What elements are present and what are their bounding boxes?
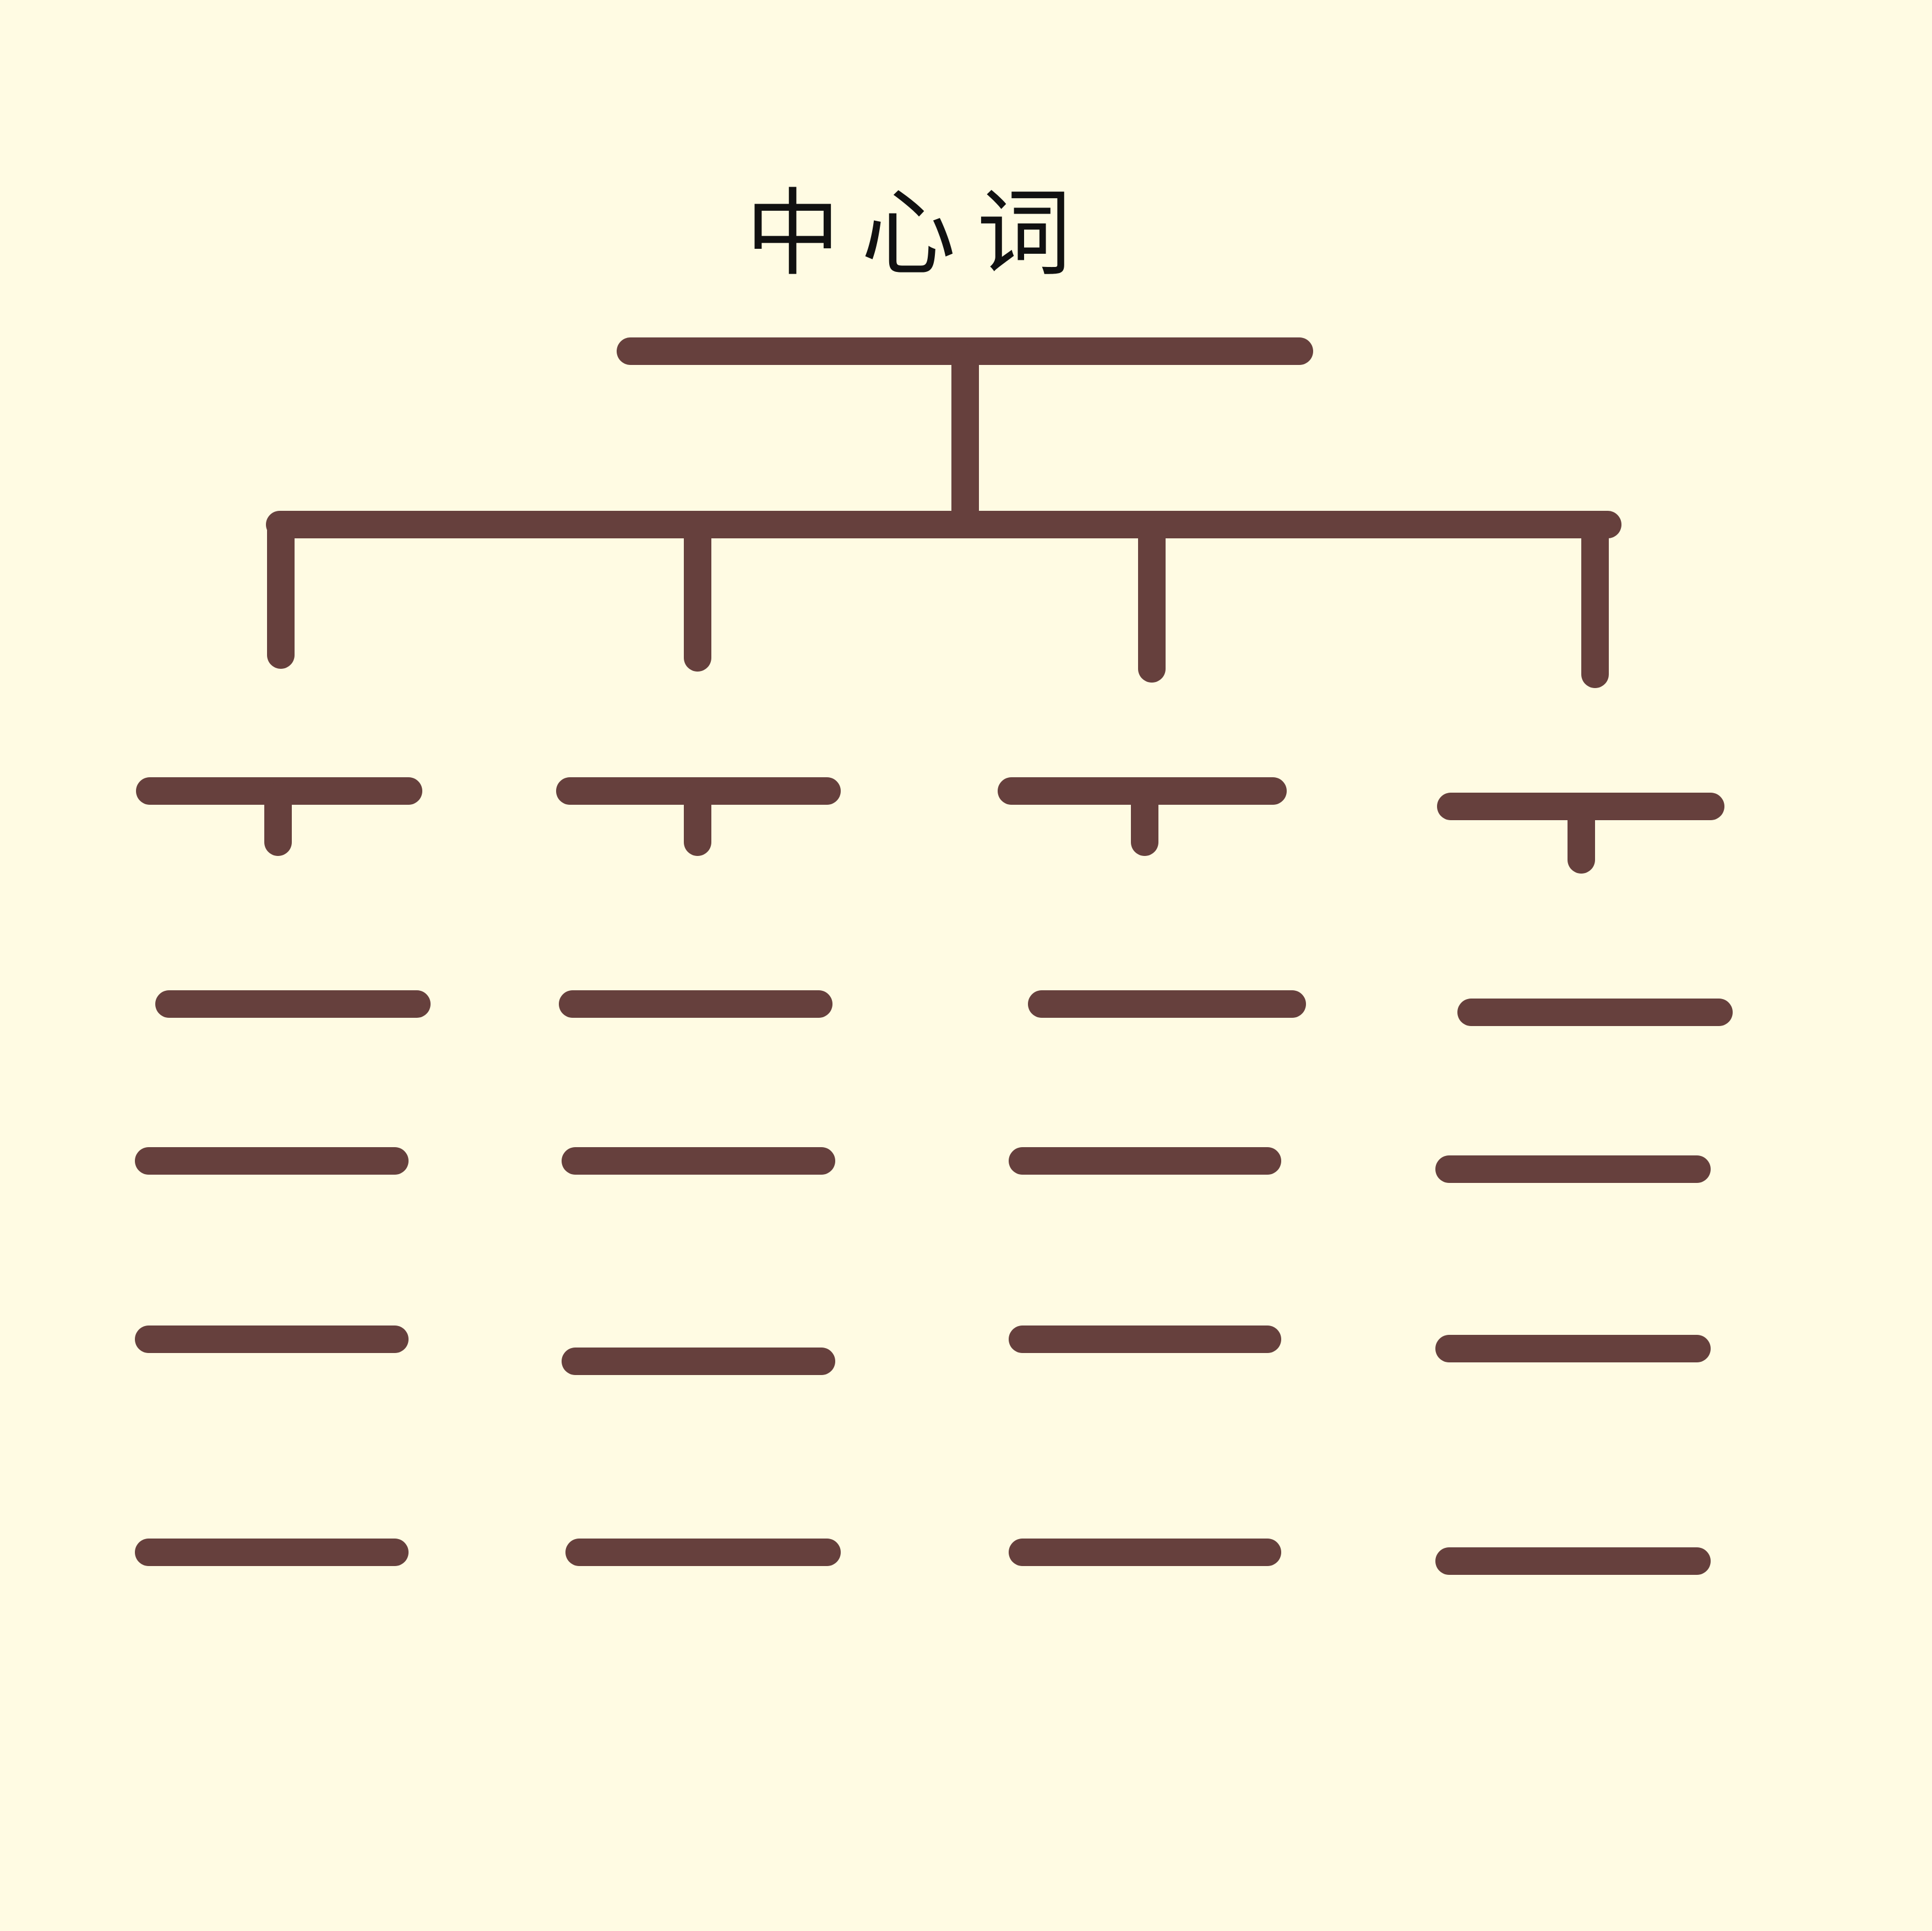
center-word-label: 中心词 [745,178,1092,289]
diagram-lines [135,337,1733,1575]
